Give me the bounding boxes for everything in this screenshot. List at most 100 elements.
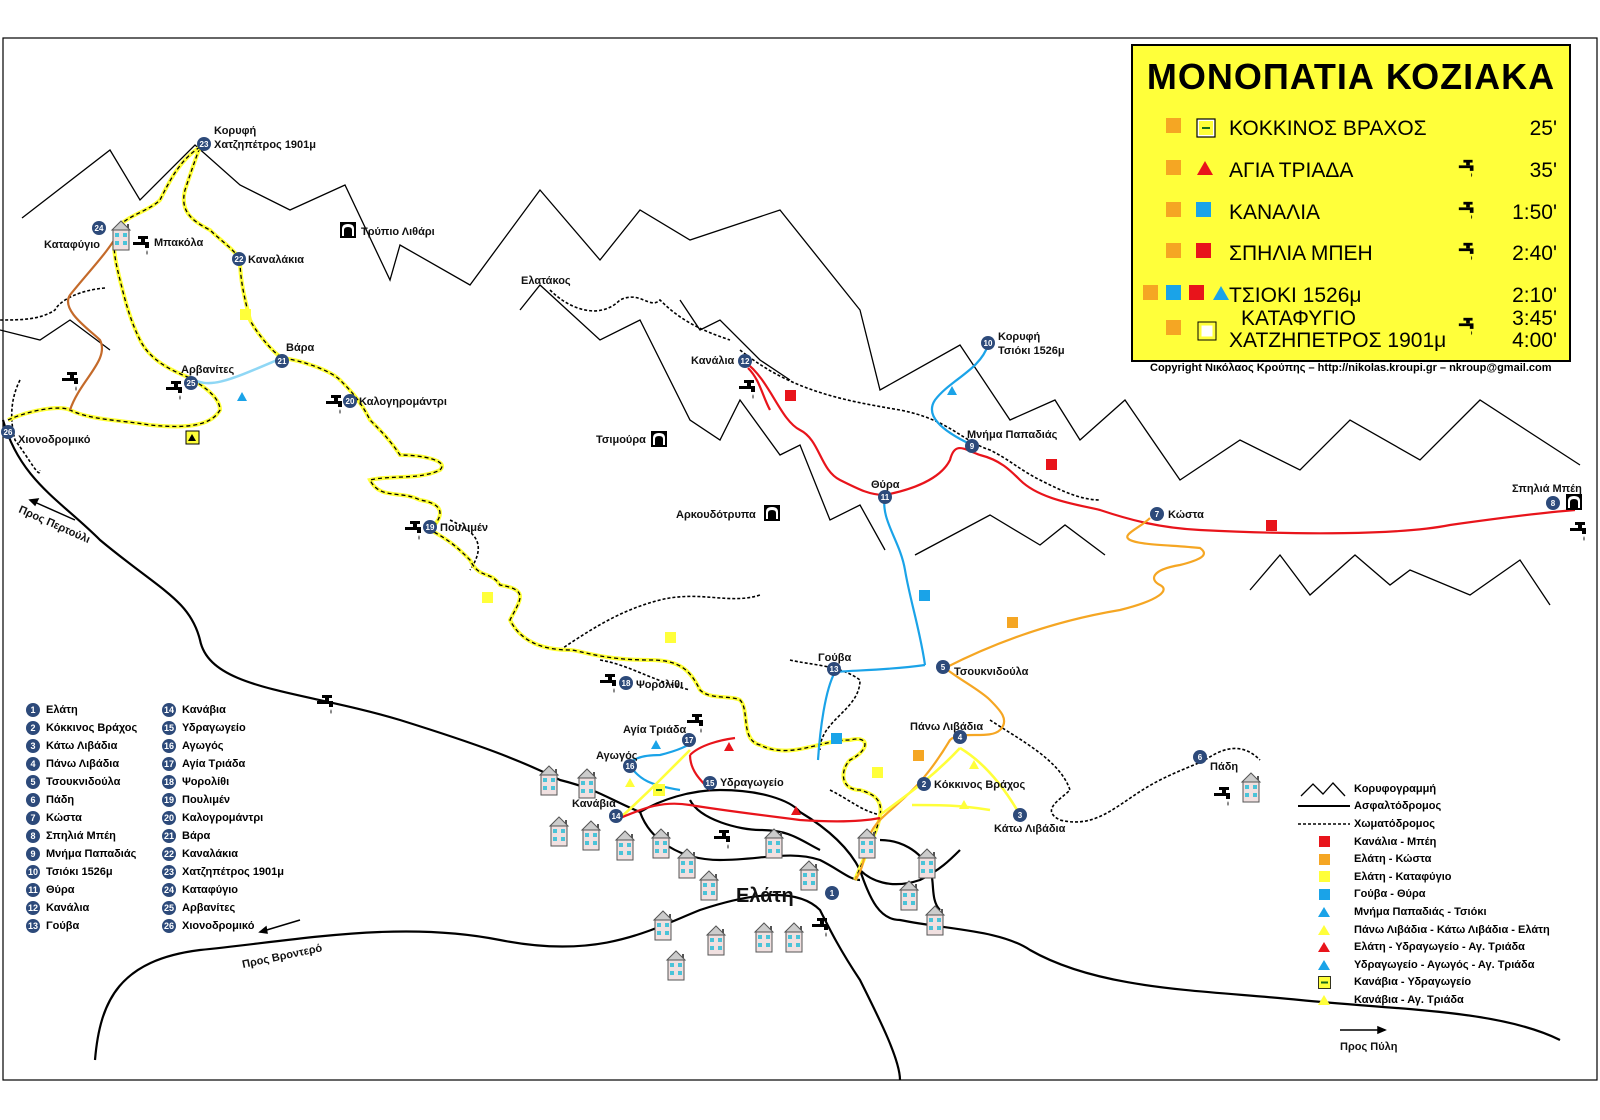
waypoint-name: Καναλάκια [182, 848, 239, 860]
waypoint-number: 11 [26, 883, 40, 897]
label-trypio: Τρύπιο Λιθάρι [361, 226, 435, 238]
waypoint-name: Κώστα [46, 812, 82, 824]
node-11: 11 [878, 490, 892, 504]
node-5: 5 [936, 660, 950, 674]
label-peak-10: Κορυφή [998, 331, 1040, 343]
svg-text:13: 13 [830, 665, 839, 674]
waypoint-name: Κόκκινος Βράχος [46, 722, 138, 734]
label-elatakos: Ελατάκος [521, 275, 571, 287]
legend-yellow-square-icon [1296, 871, 1352, 883]
svg-text:24: 24 [95, 224, 104, 233]
legend-item: Κανάβια - Αγ. Τριάδα [1296, 991, 1550, 1009]
svg-text:7: 7 [1155, 510, 1160, 519]
route-row: ΑΓΙΑ ΤΡΙΑΔΑ 35' [1133, 150, 1569, 190]
node-24: 24 [92, 221, 106, 235]
route-marker-red-square-icon [1189, 285, 1204, 305]
house-icons [111, 220, 1261, 981]
svg-text:25: 25 [187, 379, 196, 388]
legend-item: Γούβα - Θύρα [1296, 886, 1550, 904]
svg-text:4: 4 [958, 733, 963, 742]
svg-text:2: 2 [922, 780, 927, 789]
node-17: 17 [682, 733, 696, 747]
waypoint-number: 19 [162, 793, 176, 807]
svg-text:22: 22 [235, 255, 244, 264]
copyright-text: Copyright Νικόλαος Κρούπης – http://niko… [1150, 362, 1552, 374]
legend-label: Κανάλια - Μπέη [1354, 835, 1437, 848]
legend-label: Ελάτη - Κώστα [1354, 853, 1432, 866]
waypoint-name: Χατζηπέτρος 1901μ [182, 866, 285, 878]
legend-item: Ελάτη - Καταφύγιο [1296, 868, 1550, 886]
waypoint-number: 24 [162, 883, 176, 897]
node-8: 8 [1546, 496, 1560, 510]
route-marker-orange-square-icon [1166, 243, 1181, 263]
ridgelines [0, 144, 1581, 606]
legend-item: Κανάβια - Υδραγωγείο [1296, 974, 1550, 992]
waypoint-name: Κανάβια [182, 704, 226, 716]
route-time: 35' [1529, 159, 1557, 182]
waypoint-number: 13 [26, 919, 40, 933]
svg-text:3: 3 [1018, 811, 1023, 820]
legend-ridge-icon [1296, 780, 1352, 798]
waypoint-number: 25 [162, 901, 176, 915]
route-name: ΤΣΙΟΚΙ 1526μ [1229, 284, 1362, 307]
route-name: ΚΑΝΑΛΙΑ [1229, 201, 1321, 224]
waypoint-name: Ελάτη [46, 704, 78, 716]
node-18: 18 [619, 676, 633, 690]
route-name: ΑΓΙΑ ΤΡΙΑΔΑ [1229, 159, 1354, 182]
svg-text:20: 20 [346, 397, 355, 406]
waypoint-name: Μνήμα Παπαδιάς [46, 848, 137, 860]
dirt-roads [0, 287, 1261, 823]
svg-text:21: 21 [278, 357, 287, 366]
svg-text:9: 9 [970, 442, 975, 451]
node-20: 20 [343, 394, 357, 408]
legend-item: Ελάτη - Υδραγωγείο - Αγ. Τριάδα [1296, 938, 1550, 956]
svg-text:8: 8 [1551, 499, 1556, 508]
waypoint-number: 9 [26, 847, 40, 861]
label-kanavia: Κανάβια [572, 798, 616, 810]
waypoint-number: 18 [162, 775, 176, 789]
legend-label: Υδραγωγείο - Αγωγός - Αγ. Τριάδα [1354, 958, 1535, 971]
svg-text:15: 15 [706, 779, 715, 788]
label-pano-livadia: Πάνω Λιβάδια [910, 721, 983, 733]
route-marker-yellow-box-green-icon [1196, 118, 1216, 143]
node-6: 6 [1193, 750, 1207, 764]
legend-label: Ελάτη - Υδραγωγείο - Αγ. Τριάδα [1354, 941, 1525, 954]
water-tap-icon [1457, 240, 1479, 269]
route-name: ΣΠΗΛΙΑ ΜΠΕΗ [1229, 242, 1373, 265]
waypoint-number: 7 [26, 811, 40, 825]
waypoint-name: Αγωγός [182, 740, 224, 752]
label-kato-livadia: Κάτω Λιβάδια [994, 823, 1066, 835]
node-26: 26 [1, 425, 15, 439]
svg-text:1: 1 [830, 889, 835, 898]
label-elati: Ελάτη [736, 885, 794, 907]
label-tsouknidoula: Τσουκνιδούλα [954, 666, 1029, 678]
label-katafygio: Καταφύγιο [44, 239, 100, 251]
label-chionodromiko: Χιονοδρομικό [18, 434, 91, 446]
label-pros-pyli: Προς Πύλη [1340, 1041, 1398, 1053]
legend-item: Ασφαλτόδρομος [1296, 798, 1550, 816]
legend-label: Χωματόδρομος [1354, 817, 1435, 830]
legend-label: Κανάβια - Υδραγωγείο [1354, 976, 1472, 989]
svg-text:5: 5 [941, 663, 946, 672]
legend-item: Κορυφογραμμή [1296, 780, 1550, 798]
waypoint-name: Χιονοδρομικό [182, 920, 255, 932]
waypoint-name: Αγία Τριάδα [182, 758, 246, 770]
route-time: 1:50' [1512, 201, 1557, 224]
waypoint-list-item: 7 Κώστα [26, 809, 137, 827]
waypoint-name: Ψορολίθι [182, 776, 230, 788]
